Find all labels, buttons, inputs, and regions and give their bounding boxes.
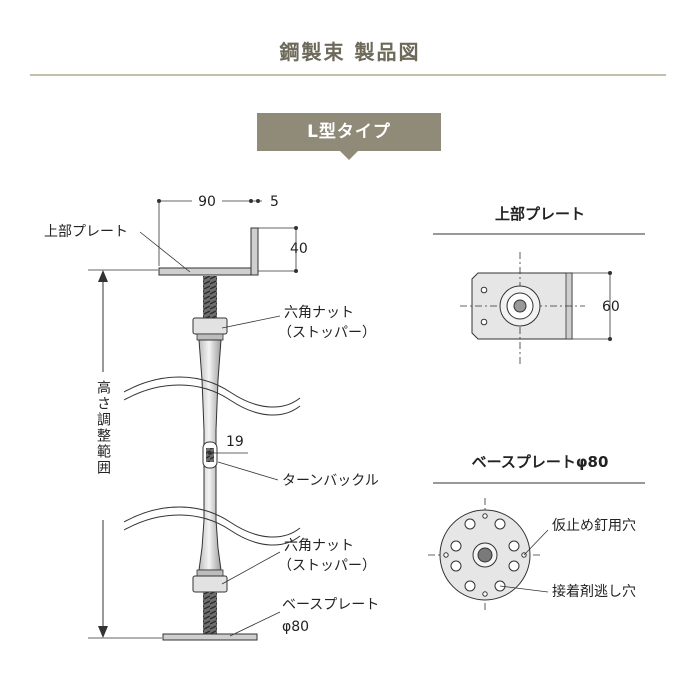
top-plate-60-dimension: 60 <box>572 271 620 341</box>
base-plate-label-1: ベースプレート <box>282 597 379 613</box>
bottom-nut-label-1: 六角ナット <box>284 538 354 554</box>
type-badge-pointer <box>340 151 358 160</box>
base-plate-view-title: ベースプレートφ80 <box>472 453 609 471</box>
temp-nail-hole-label: 仮止め釘用穴 <box>552 517 636 534</box>
bottom-hex-nut <box>192 569 228 593</box>
top-plate-label: 上部プレート <box>44 224 128 240</box>
break-line-lower <box>123 506 301 538</box>
top-hex-nut <box>192 317 228 341</box>
main-view: 高さ調整範囲 90 5 40 19 上部プレー <box>44 194 379 641</box>
page-title: 鋼製束 製品図 <box>279 40 421 64</box>
top-nut-label-2: （ストッパー） <box>278 325 376 341</box>
height-40-label: 40 <box>290 241 308 257</box>
title-divider <box>30 74 666 76</box>
height-range-dimension: 高さ調整範囲 <box>88 269 162 639</box>
base-plate-label-2: φ80 <box>282 619 309 635</box>
top-plate-view-title: 上部プレート <box>495 205 585 223</box>
base-plate-shape <box>162 633 258 641</box>
bottom-threaded-rod <box>203 592 217 634</box>
turnbuckle-19-label: 19 <box>226 434 244 450</box>
bottom-nut-label-2: （ストッパー） <box>278 558 376 574</box>
thickness-5-label: 5 <box>270 194 279 210</box>
type-badge: L型タイプ <box>257 113 441 151</box>
adhesive-hole-label: 接着剤逃し穴 <box>552 583 636 600</box>
top-plate-view: 上部プレート 60 <box>433 205 645 364</box>
top-plate-shape <box>158 227 259 276</box>
height-range-label: 高さ調整範囲 <box>95 379 111 476</box>
break-line-upper <box>123 376 301 408</box>
top-width-dimension: 90 5 <box>157 194 279 266</box>
top-height-dimension: 40 <box>258 226 308 273</box>
turnbuckle-label: ターンバックル <box>282 473 379 489</box>
top-nut-label-1: 六角ナット <box>284 305 354 321</box>
base-plate-view: ベースプレートφ80 仮止め釘用穴 接着剤逃し穴 <box>428 453 645 612</box>
width-90-label: 90 <box>198 194 216 210</box>
top-plate-60-label: 60 <box>602 299 620 315</box>
turnbuckle-width-dimension: 19 <box>208 434 248 455</box>
top-threaded-rod <box>203 276 217 320</box>
